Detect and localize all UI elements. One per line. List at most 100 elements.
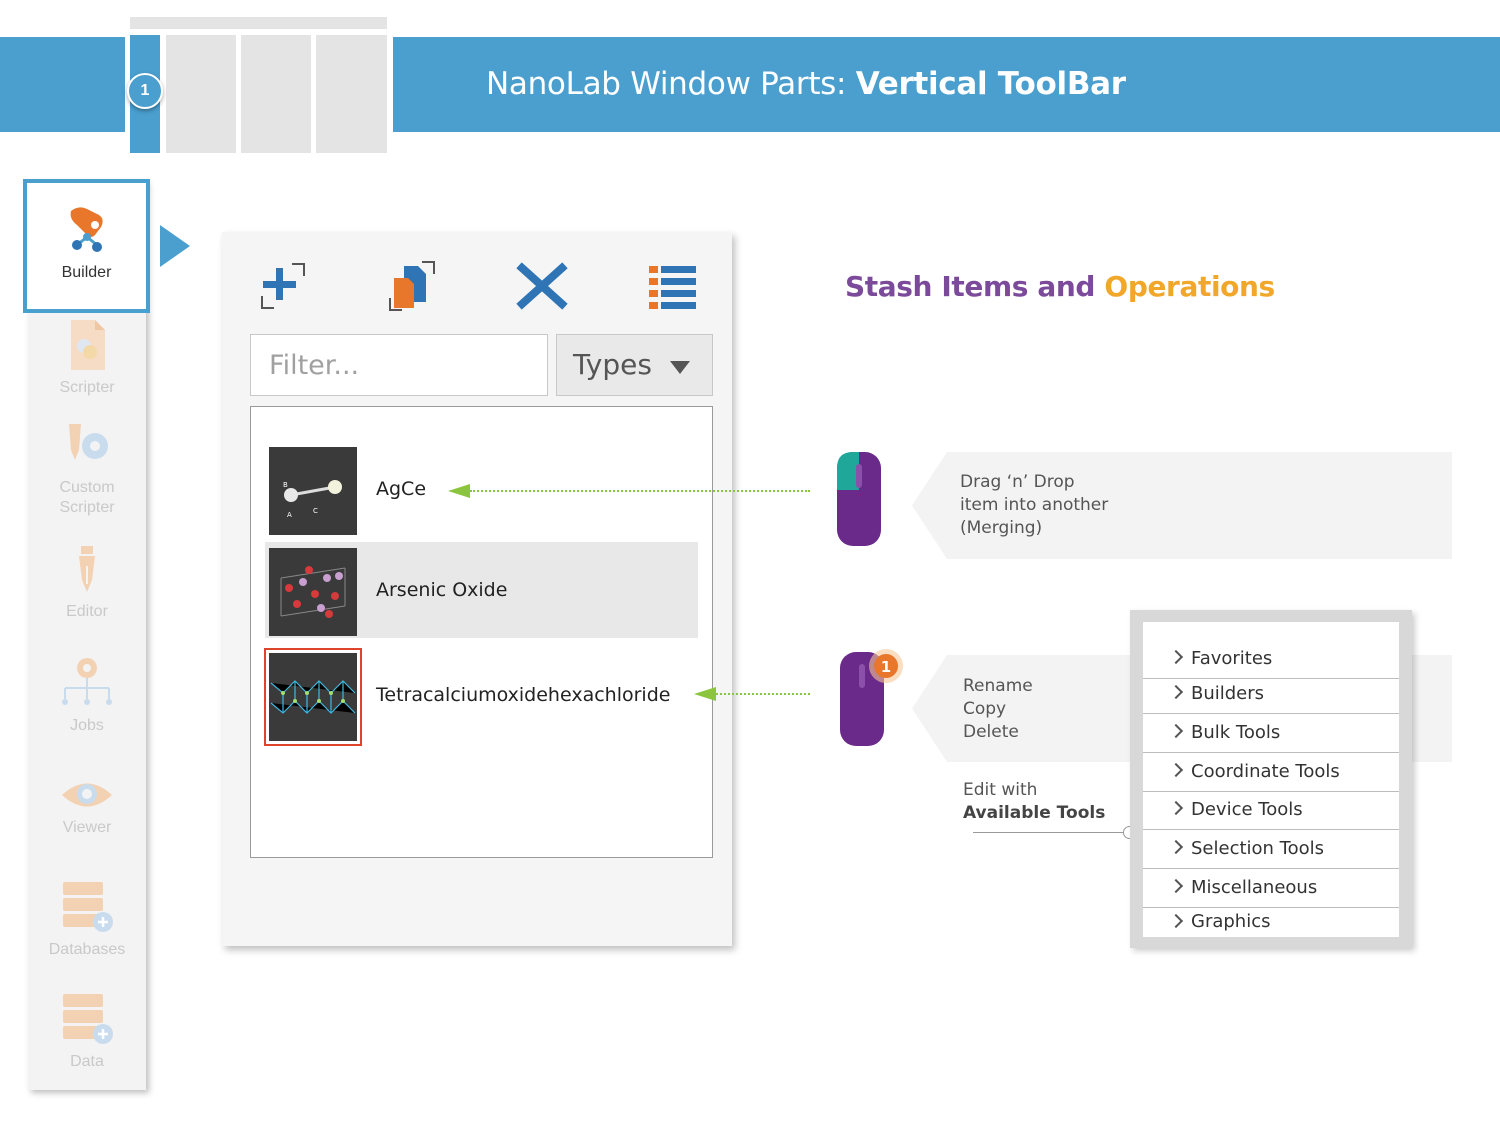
- copy-item-button[interactable]: [382, 258, 438, 314]
- drag-drop-callout: [912, 452, 1452, 559]
- tetracalcium-structure-thumbnail: [264, 648, 362, 746]
- menu-item-label: Coordinate Tools: [1191, 761, 1340, 782]
- menu-item-label: Builders: [1191, 683, 1265, 704]
- arsenic-oxide-structure-thumbnail: [269, 548, 357, 636]
- right-click-note: Rename Copy Delete: [963, 675, 1033, 744]
- menu-item-graphics[interactable]: Graphics: [1143, 907, 1399, 937]
- arrow-head: [694, 687, 716, 701]
- toolbar-item-viewer[interactable]: Viewer: [28, 778, 146, 838]
- section-heading: Stash Items and Operations: [845, 270, 1275, 303]
- chevron-right-icon: [1168, 723, 1184, 739]
- layout-column: [241, 35, 311, 153]
- chevron-right-icon: [1168, 649, 1184, 665]
- right-click-arrow-line: [716, 693, 810, 695]
- list-item[interactable]: B A C AgCe: [265, 441, 698, 537]
- scripter-icon: [71, 320, 105, 370]
- menu-item-miscellaneous[interactable]: Miscellaneous: [1143, 869, 1399, 908]
- list-item[interactable]: Tetracalciumoxidehexachloride: [264, 647, 698, 746]
- layout-column: [316, 35, 387, 153]
- note-line: Copy: [963, 699, 1007, 719]
- drag-arrow-line: [470, 490, 810, 492]
- toolbar-item-editor[interactable]: Editor: [28, 544, 146, 622]
- note-line: Delete: [963, 722, 1019, 742]
- chevron-right-icon: [1168, 800, 1184, 816]
- list-item-label: Arsenic Oxide: [376, 579, 508, 601]
- drag-drop-note: Drag ‘n’ Drop item into another (Merging…: [960, 471, 1108, 540]
- types-dropdown[interactable]: Types: [556, 334, 713, 396]
- arrow-head: [448, 484, 470, 498]
- builder-icon: [70, 207, 103, 252]
- toolbar-item-label: Jobs: [70, 717, 104, 734]
- stash-panel: Types B A C AgCe: [222, 232, 732, 946]
- menu-item-builders[interactable]: Builders: [1143, 676, 1399, 714]
- menu-item-label: Bulk Tools: [1191, 722, 1281, 743]
- viewer-icon: [62, 783, 112, 807]
- stash-item-list: B A C AgCe: [250, 406, 713, 858]
- menu-item-label: Graphics: [1191, 911, 1271, 932]
- chevron-right-icon: [1168, 878, 1184, 894]
- note-line: item into another: [960, 495, 1109, 515]
- toolbar-item-label: Builder: [61, 264, 112, 281]
- toolbar-item-label: Custom Scripter: [59, 479, 115, 516]
- heading-part1: Stash Items and: [845, 270, 1096, 303]
- toolbar-item-custom-scripter[interactable]: Custom Scripter: [28, 420, 146, 518]
- layout-top-bar: [130, 17, 387, 29]
- toolbar-item-label: Editor: [66, 603, 108, 620]
- databases-icon: [63, 882, 113, 932]
- note-line: Edit with: [963, 780, 1038, 800]
- note-line: Rename: [963, 676, 1033, 696]
- toolbar-item-jobs[interactable]: Jobs: [28, 654, 146, 736]
- list-item[interactable]: Arsenic Oxide: [265, 542, 698, 638]
- toolbar-item-data[interactable]: Data: [28, 992, 146, 1072]
- toolbar-item-databases[interactable]: Databases: [28, 880, 146, 960]
- page-title: NanoLab Window Parts: Vertical ToolBar: [486, 37, 1126, 132]
- vertical-toolbar: Builder Scripter Custom Scripter Editor: [23, 179, 150, 1090]
- menu-item-selection-tools[interactable]: Selection Tools: [1143, 830, 1399, 869]
- menu-item-favorites[interactable]: Favorites: [1143, 640, 1399, 679]
- delete-item-button[interactable]: [514, 258, 570, 314]
- svg-text:B: B: [283, 481, 288, 489]
- menu-item-label: Device Tools: [1191, 799, 1303, 820]
- toolbar-item-label: Databases: [48, 941, 126, 958]
- data-icon: [63, 994, 113, 1044]
- chevron-right-icon: [1168, 684, 1184, 700]
- connector-line: [973, 832, 1124, 833]
- available-tools-label: Available Tools: [963, 803, 1106, 823]
- jobs-icon: [62, 658, 112, 705]
- copy-icon: [389, 261, 435, 311]
- list-icon: [649, 266, 696, 309]
- mouse-badge-number: 1: [881, 658, 891, 676]
- new-item-button[interactable]: [254, 258, 310, 314]
- window-layout-diagram: [125, 14, 393, 156]
- toolbar-item-builder[interactable]: Builder: [23, 179, 150, 313]
- menu-item-label: Favorites: [1191, 648, 1273, 669]
- title-prefix: NanoLab Window Parts:: [486, 66, 856, 102]
- toolbar-item-scripter[interactable]: Scripter: [28, 318, 146, 398]
- list-view-button[interactable]: [644, 258, 700, 314]
- svg-text:C: C: [313, 507, 318, 515]
- menu-item-coordinate-tools[interactable]: Coordinate Tools: [1143, 753, 1399, 792]
- mouse-right-click-icon: 1: [840, 649, 903, 746]
- chevron-down-icon: [670, 361, 690, 374]
- edit-with-note: Edit with Available Tools: [963, 779, 1105, 825]
- toolbar-item-label: Data: [70, 1053, 104, 1070]
- note-line: (Merging): [960, 518, 1043, 538]
- chevron-right-icon: [1168, 913, 1184, 929]
- menu-item-device-tools[interactable]: Device Tools: [1143, 791, 1399, 830]
- menu-item-bulk-tools[interactable]: Bulk Tools: [1143, 714, 1399, 753]
- toolbar-item-label: Scripter: [59, 379, 115, 396]
- title-bold: Vertical ToolBar: [855, 66, 1126, 102]
- filter-input[interactable]: [250, 334, 548, 396]
- list-item-label: Tetracalciumoxidehexachloride: [376, 684, 671, 706]
- tools-context-menu: Favorites Builders Bulk Tools Coordinate…: [1130, 610, 1412, 948]
- note-line: Drag ‘n’ Drop: [960, 472, 1075, 492]
- custom-scripter-icon: [69, 424, 108, 460]
- menu-item-label: Selection Tools: [1191, 838, 1325, 859]
- delete-icon: [516, 262, 568, 310]
- layout-column: [166, 35, 236, 153]
- step-badge: 1: [127, 73, 163, 109]
- toolbar-item-label: Viewer: [62, 819, 112, 836]
- pointer-arrow: [160, 225, 190, 267]
- types-label: Types: [573, 348, 652, 381]
- heading-part2: Operations: [1104, 270, 1275, 303]
